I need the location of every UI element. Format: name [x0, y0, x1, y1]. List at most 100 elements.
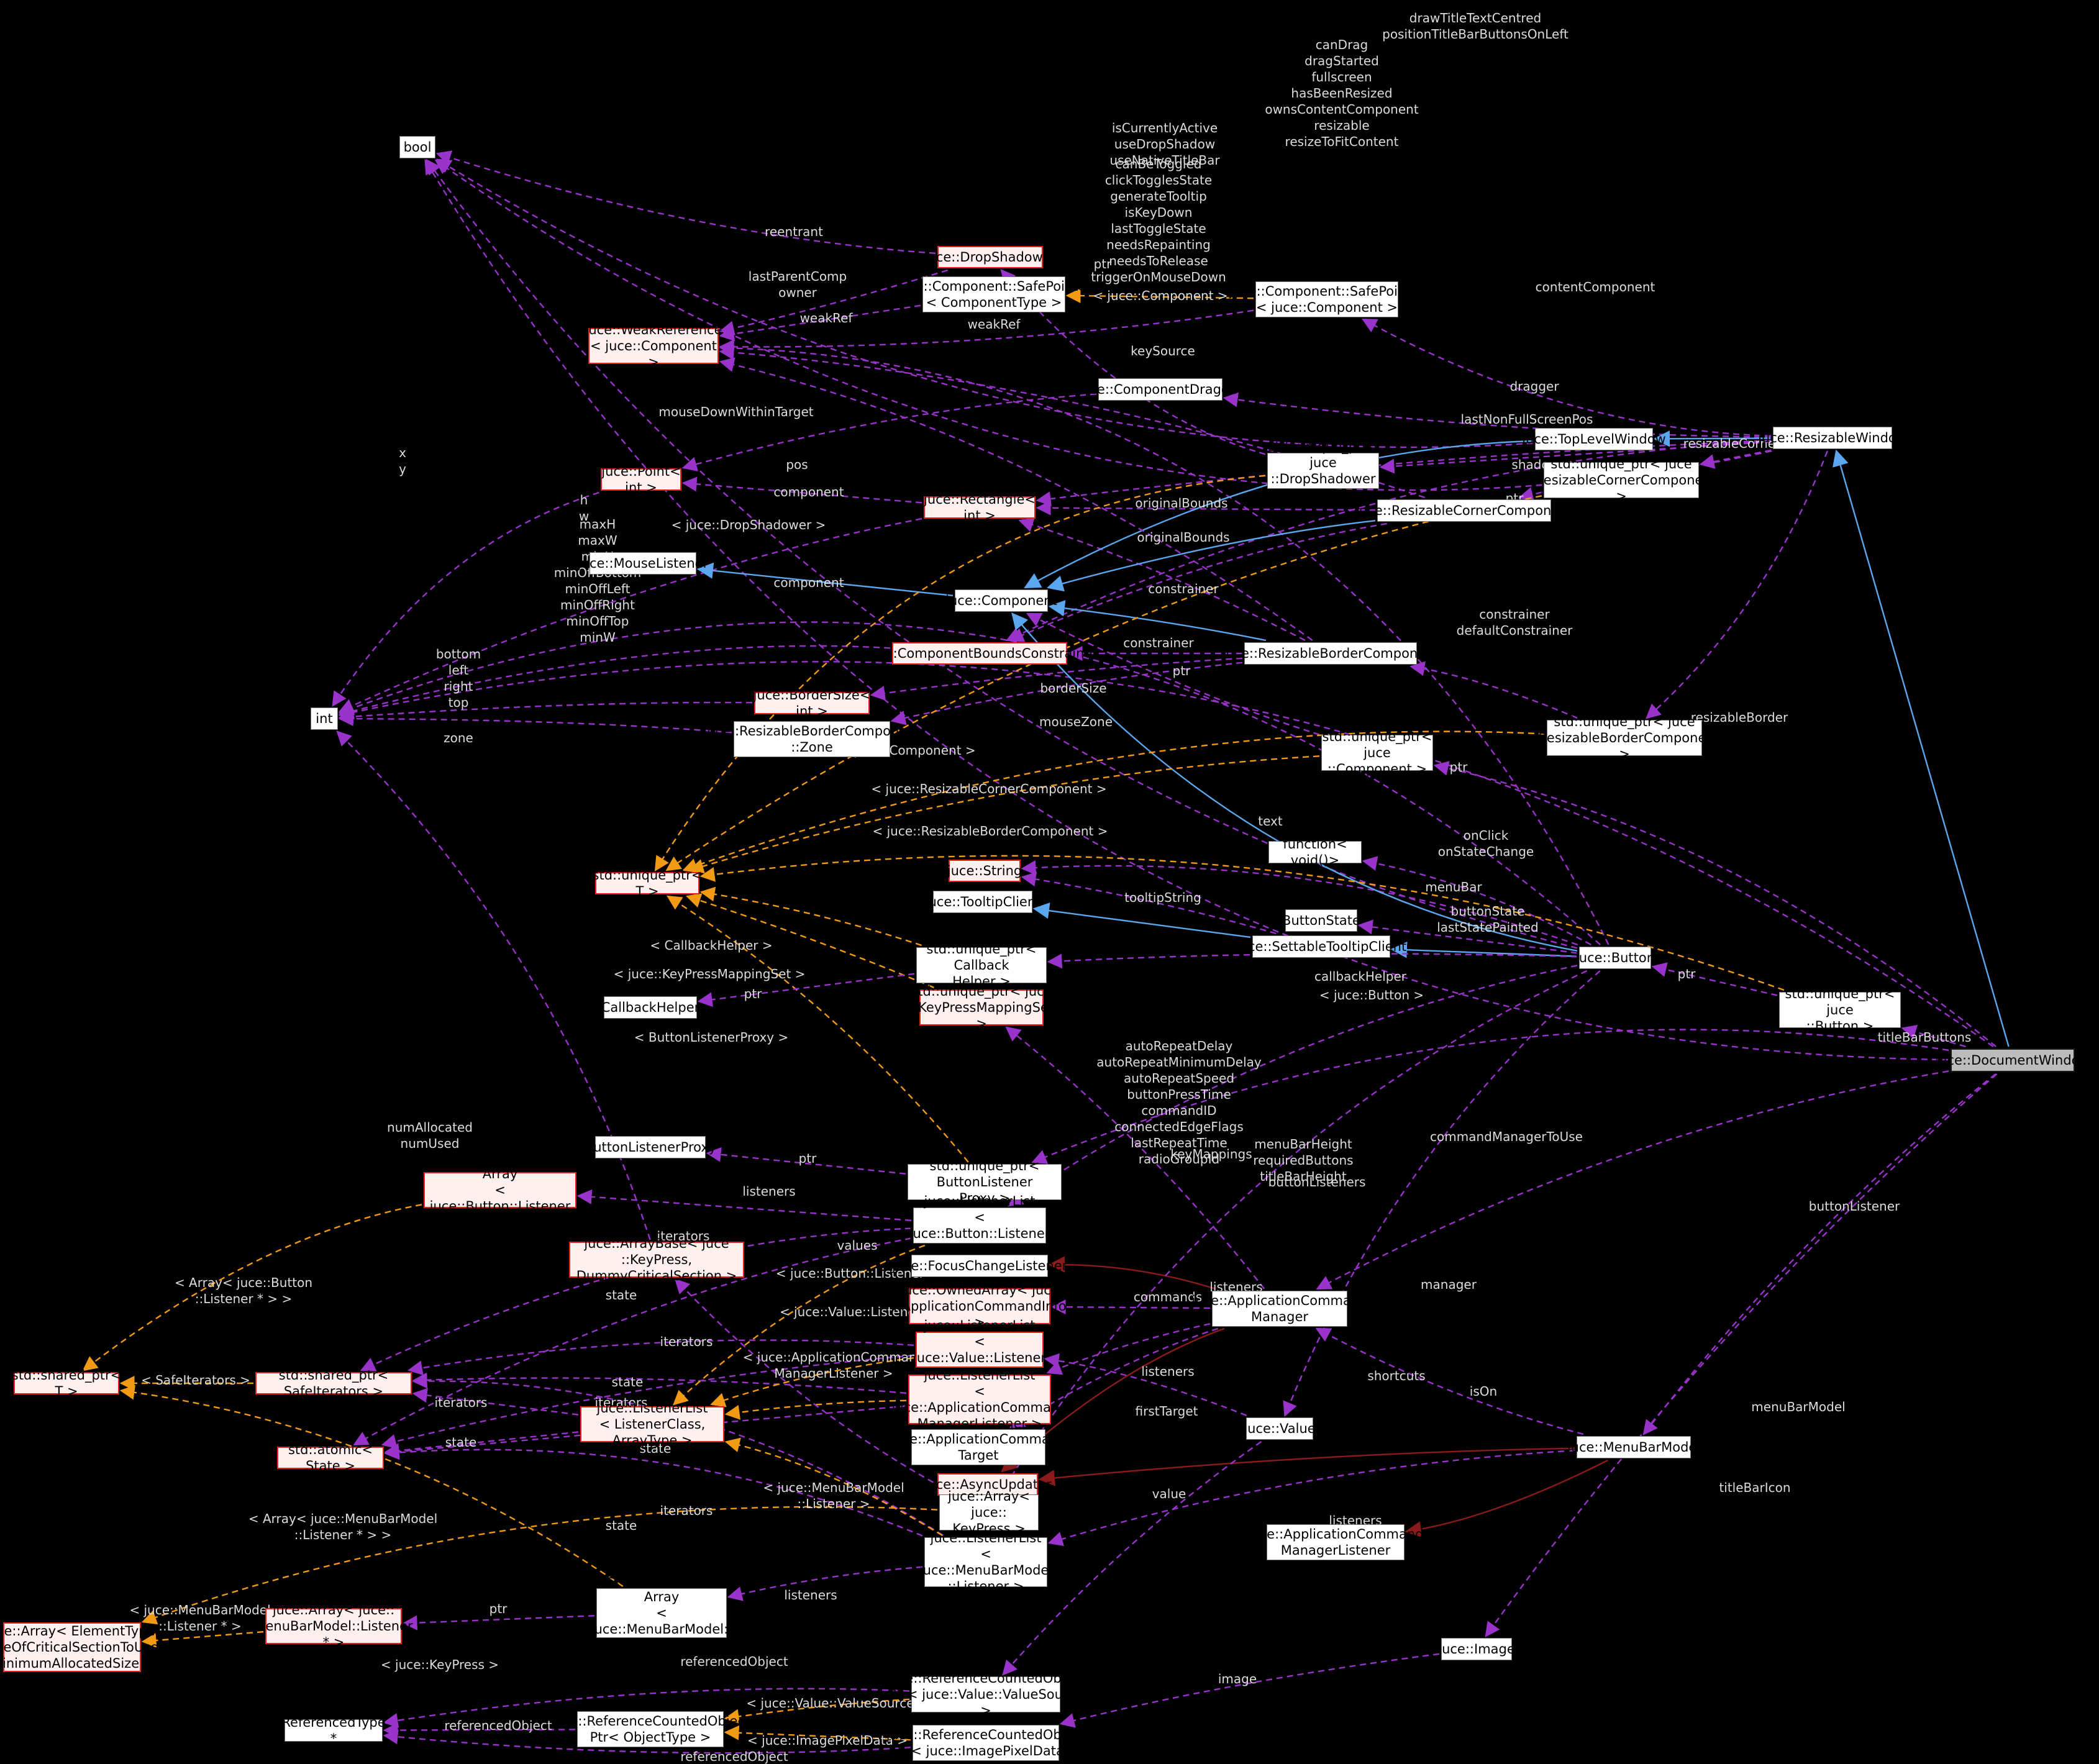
node-point[interactable]: juce::Point< int > — [601, 464, 681, 495]
node-up_resizecorner[interactable]: std::unique_ptr< juce ::ResizableCornerC… — [1526, 457, 1716, 504]
node-label: juce::ReferenceCountedObject Ptr< juce::… — [886, 1670, 1086, 1719]
node-rect[interactable]: juce::Rectangle< int > — [924, 492, 1036, 523]
node-acm[interactable]: juce::ApplicationCommand Manager — [1191, 1291, 1368, 1327]
node-docwindow[interactable]: juce::DocumentWindow — [1935, 1048, 2090, 1072]
node-component[interactable]: juce::Component — [945, 589, 1057, 612]
edge-point-int — [332, 491, 599, 707]
node-up_button[interactable]: std::unique_ptr< juce ::Button > — [1779, 986, 1901, 1034]
node-atomic[interactable]: std::atomic< State > — [277, 1442, 384, 1473]
node-shp_safeit[interactable]: std::shared_ptr< SafeIterators > — [255, 1368, 412, 1399]
node-label: juce::Value — [1244, 1421, 1316, 1436]
node-callbackhelper[interactable]: CallbackHelper — [601, 996, 699, 1019]
node-settabletooltip[interactable]: juce::SettableTooltipClient — [1236, 935, 1406, 958]
node-sp_c[interactable]: juce::Component::SafePointer < juce::Com… — [1229, 281, 1424, 317]
edge-bordersize-int — [338, 701, 753, 724]
node-rcp_ipd[interactable]: juce::ReferenceCountedObject Ptr< juce::… — [886, 1725, 1085, 1761]
node-up_t[interactable]: std::unique_ptr< T > — [593, 868, 703, 899]
edge-ll_value-atomic — [381, 1354, 914, 1449]
node-up_dropshadower[interactable]: std::unique_ptr< juce ::DropShadower > — [1267, 439, 1379, 502]
node-up_kpms[interactable]: std::unique_ptr< juce ::KeyPressMappingS… — [909, 984, 1054, 1032]
node-arr_generic[interactable]: juce::Array< ElementType, TypeOfCritical… — [0, 1622, 163, 1672]
node-boundsconstrainer[interactable]: juce::ComponentBoundsConstrainer — [862, 642, 1098, 665]
node-tooltipclient[interactable]: juce::TooltipClient — [925, 891, 1040, 913]
edge-value-rcp_vs — [1002, 1441, 1262, 1676]
node-label: juce::ComponentDragger — [1078, 381, 1243, 397]
node-ll_acml[interactable]: juce::ListenerList < juce::ApplicationCo… — [891, 1368, 1067, 1432]
node-up_component[interactable]: std::unique_ptr< juce ::Component > — [1321, 729, 1433, 776]
node-arr_keypress[interactable]: juce::Array< juce:: KeyPress > — [939, 1489, 1039, 1536]
node-focuschange[interactable]: juce::FocusChangeListener — [892, 1255, 1067, 1277]
edge-arr_mbml-arr_generic — [141, 1630, 264, 1648]
node-shp_btnlist[interactable]: std::shared_ptr< Array < juce::Button::L… — [424, 1150, 576, 1230]
edge-resizecorner-rect — [1036, 500, 1376, 516]
node-arr_mbml[interactable]: juce::Array< juce:: MenuBarModel::Listen… — [254, 1603, 412, 1650]
edge-docwindow-up_blproxy — [1031, 1029, 1949, 1164]
node-label: std::unique_ptr< juce ::Button > — [1785, 986, 1895, 1034]
node-button[interactable]: juce::Button — [1575, 947, 1655, 969]
node-label: juce::String — [947, 863, 1022, 878]
edge-resizablewin-up_resizeborder — [1646, 450, 1828, 719]
node-ll_generic[interactable]: juce::ListenerList < ListenerClass, Arra… — [580, 1401, 724, 1448]
node-label: std::unique_ptr< juce ::Component > — [1322, 729, 1432, 777]
node-rcp_vs[interactable]: juce::ReferenceCountedObject Ptr< juce::… — [886, 1671, 1086, 1719]
node-label: function< void()> — [1283, 836, 1347, 868]
node-resizablewin[interactable]: juce::ResizableWindow — [1758, 427, 1907, 449]
node-shp_t[interactable]: std::shared_ptr< T > — [12, 1368, 122, 1399]
node-up_resizeborder[interactable]: std::unique_ptr< juce ::ResizableBorderC… — [1529, 714, 1719, 762]
node-dropshadower[interactable]: juce::DropShadower — [924, 246, 1056, 268]
node-string[interactable]: juce::String — [947, 860, 1022, 882]
node-value[interactable]: juce::Value — [1244, 1417, 1316, 1440]
node-weakref[interactable]: juce::WeakReference < juce::Component > — [585, 322, 722, 370]
node-arraybase[interactable]: juce::ArrayBase< juce ::KeyPress, DummyC… — [569, 1236, 744, 1283]
node-label: juce::ArrayBase< juce ::KeyPress, DummyC… — [576, 1235, 737, 1284]
node-label: std::shared_ptr< Array < juce::Button::L… — [429, 1150, 571, 1230]
node-mouselistener[interactable]: juce::MouseListener — [578, 552, 708, 575]
node-label: juce::ListenerList < juce::ApplicationCo… — [891, 1367, 1068, 1432]
node-ll_btn[interactable]: juce::ListenerList < juce::Button::Liste… — [909, 1194, 1050, 1258]
edge-menubarmodel-acml — [1405, 1459, 1608, 1538]
node-actarget[interactable]: juce::ApplicationCommand Target — [890, 1429, 1067, 1465]
node-shp_mbml[interactable]: std::shared_ptr< Array < juce::MenuBarMo… — [591, 1573, 733, 1653]
node-up_callbackhelper[interactable]: std::unique_ptr< Callback Helper > — [916, 942, 1047, 989]
edge-menubarmodel-asyncupdater — [1038, 1447, 1575, 1486]
node-label: juce::ListenerList < juce::MenuBarModel … — [919, 1530, 1053, 1594]
edge-resizeborder-weakref — [719, 357, 1313, 641]
node-toplevel[interactable]: juce::TopLevelWindow — [1522, 428, 1666, 450]
node-label: std::shared_ptr< T > — [11, 1367, 122, 1399]
node-up_blproxy[interactable]: std::unique_ptr< ButtonListener Proxy > — [908, 1158, 1062, 1206]
node-zone[interactable]: juce::ResizableBorderComponent ::Zone — [703, 721, 921, 757]
edge-up_resizeborder-resizeborder — [1409, 661, 1578, 719]
node-menubarmodel[interactable]: juce::MenuBarModel — [1567, 1436, 1700, 1458]
node-ownedarray[interactable]: juce::OwnedArray< juce ::ApplicationComm… — [893, 1283, 1066, 1330]
node-int[interactable]: int — [311, 707, 338, 730]
node-bordersize[interactable]: juce::BorderSize< int > — [754, 688, 871, 719]
node-label: std::atomic< State > — [288, 1442, 373, 1473]
node-blproxy[interactable]: ButtonListenerProxy — [585, 1136, 716, 1158]
edge-up_resizeborder-up_t — [682, 730, 1546, 873]
node-ll_mbml[interactable]: juce::ListenerList < juce::MenuBarModel … — [919, 1530, 1052, 1594]
node-func[interactable]: function< void()> — [1268, 837, 1362, 868]
node-buttonstate[interactable]: ButtonState — [1282, 909, 1360, 932]
node-acml[interactable]: juce::ApplicationCommand ManagerListener — [1247, 1524, 1424, 1560]
node-label: std::unique_ptr< T > — [592, 867, 703, 899]
node-resizecorner[interactable]: juce::ResizableCornerComponent — [1355, 499, 1573, 522]
node-label: juce::Point< int > — [601, 463, 681, 495]
node-ll_value[interactable]: juce::ListenerList < juce::Value::Listen… — [913, 1318, 1046, 1382]
edge-sp_c-sp_ct — [1065, 288, 1254, 304]
edge-rect-int — [338, 517, 922, 713]
node-resizeborder[interactable]: juce::ResizableBorderComponent — [1222, 642, 1439, 665]
edge-resizablewin-compdragger — [1223, 392, 1772, 439]
node-label: juce::MenuBarModel — [1567, 1439, 1701, 1455]
edge-ll_generic-shp_safeit — [412, 1388, 579, 1416]
edge-menubarmodel-acm — [1315, 1327, 1584, 1435]
edge-button-weakref — [719, 340, 1610, 945]
node-compdragger[interactable]: juce::ComponentDragger — [1078, 378, 1243, 401]
edge-rcp_ipd-rcp_obj — [724, 1725, 911, 1741]
edge-ll_btn-atomic — [353, 1237, 912, 1446]
node-sp_ct[interactable]: juce::Component::SafePointer < Component… — [896, 276, 1091, 312]
node-bool[interactable]: bool — [399, 136, 435, 158]
node-image[interactable]: juce::Image — [1438, 1638, 1515, 1660]
node-reftype[interactable]: ReferencedType * — [281, 1715, 385, 1746]
edge-resizeborder-bordersize — [870, 657, 1243, 701]
node-rcp_obj[interactable]: juce::ReferenceCountedObject Ptr< Object… — [551, 1711, 750, 1747]
